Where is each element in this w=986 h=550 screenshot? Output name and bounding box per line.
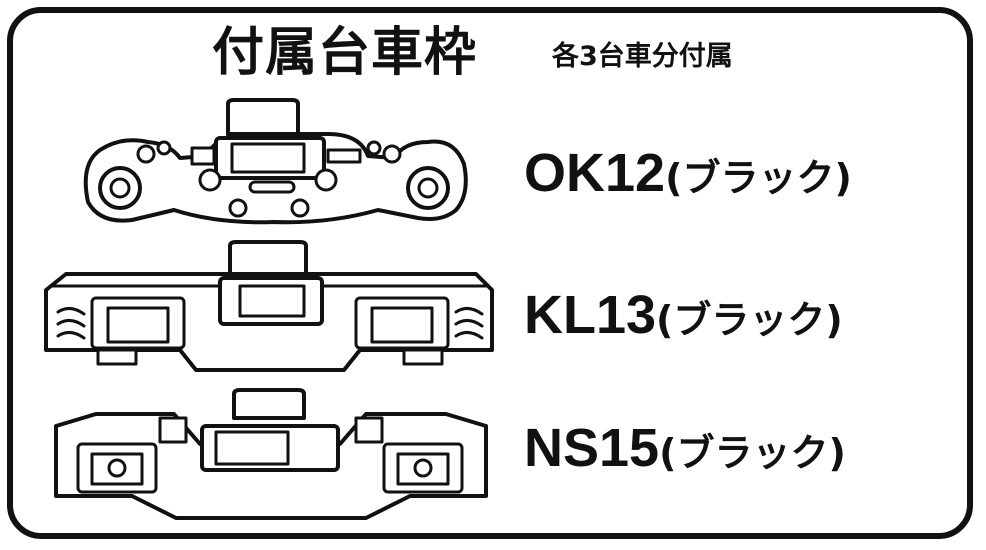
item-label-ok12: OK12(ブラック) — [524, 142, 852, 204]
item-color-note: (ブラック) — [665, 156, 852, 200]
item-code: OK12 — [524, 143, 666, 203]
item-label-ns15: NS15(ブラック) — [524, 417, 846, 479]
page-subtitle: 各3台車分付属 — [552, 41, 733, 72]
item-color-note: (ブラック) — [656, 298, 843, 342]
page-title: 付属台車枠 — [212, 23, 478, 83]
item-code: NS15 — [524, 418, 660, 478]
item-color-note: (ブラック) — [659, 431, 846, 475]
kl13-bogie-icon — [44, 240, 494, 372]
item-label-kl13: KL13(ブラック) — [524, 284, 843, 346]
ok12-bogie-icon — [83, 98, 468, 225]
ns15-bogie-icon — [54, 388, 488, 520]
item-code: KL13 — [524, 285, 657, 345]
